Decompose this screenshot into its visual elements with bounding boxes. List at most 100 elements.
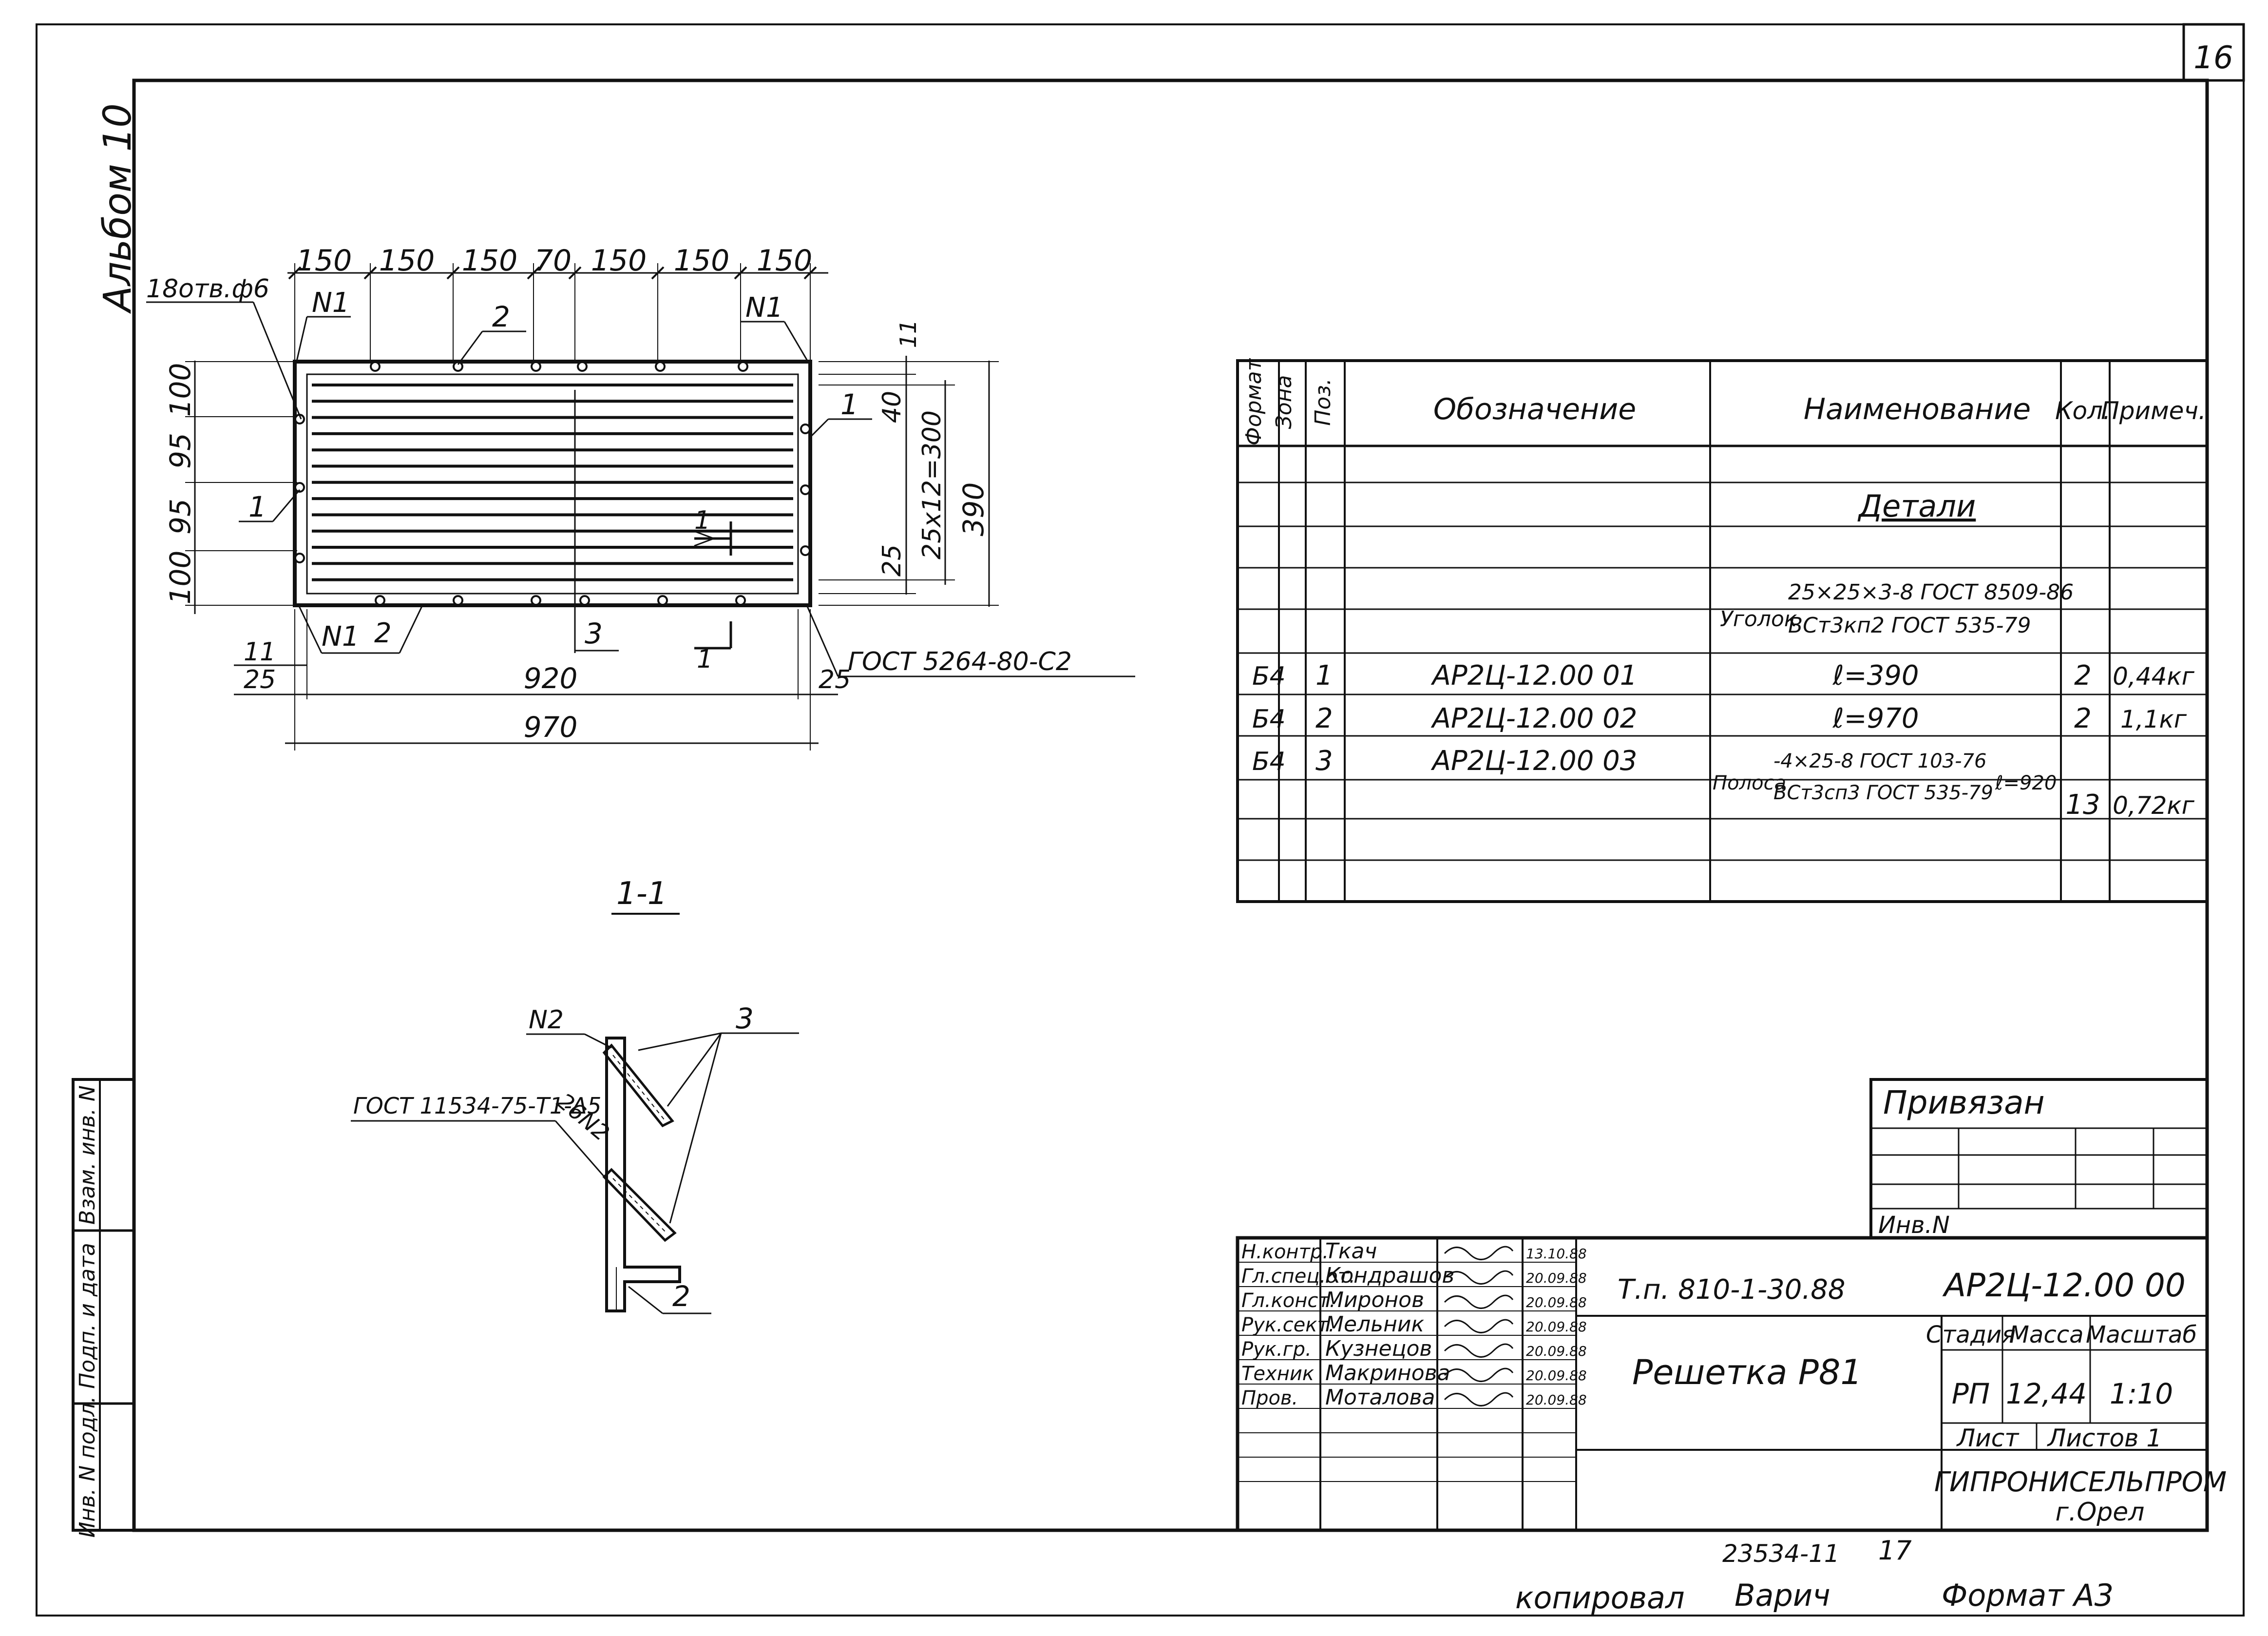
section-mark-top: 1 bbox=[694, 506, 710, 535]
specification-table: Формат Зона Поз. Обозначение Наименовани… bbox=[1236, 358, 2209, 903]
tb-scale: 1:10 bbox=[2110, 1377, 2173, 1410]
tb-project: Т.п. 810-1-30.88 bbox=[1618, 1274, 1845, 1306]
dim-left-2: 95 bbox=[164, 433, 197, 469]
spec-row-3-code: АР2Ц-12.00 03 bbox=[1431, 745, 1638, 777]
dim-bottom-25-right: 25 bbox=[819, 665, 851, 694]
signature-mark bbox=[1444, 1343, 1514, 1358]
node-label-top-left: N1 bbox=[312, 287, 350, 319]
spec-row-2: Б4 2 АР2Ц-12.00 02 ℓ=970 2 1,1кг bbox=[1252, 703, 2187, 734]
spec-row-2-name: ℓ=970 bbox=[1832, 703, 1919, 734]
signature-mark bbox=[1444, 1246, 1514, 1260]
dim-bottom-11: 11 bbox=[244, 637, 276, 667]
footer: 23534-11 17 копировал Варич Формат А3 bbox=[1515, 1535, 2114, 1616]
tb-date: 20.09.88 bbox=[1526, 1319, 1587, 1335]
spec-row-2-format: Б4 bbox=[1252, 705, 1286, 734]
hole bbox=[453, 595, 463, 606]
tb-name: Кузнецов bbox=[1325, 1336, 1432, 1361]
album-label: Альбом 10 bbox=[96, 103, 140, 314]
spec-row-2-note: 1,1кг bbox=[2120, 705, 2187, 733]
spec-strip-prefix: Полоса bbox=[1713, 772, 1786, 794]
tb-title: Решетка Р81 bbox=[1632, 1352, 1862, 1392]
spec-strip-note: 0,72кг bbox=[2113, 791, 2195, 820]
signature-mark bbox=[1444, 1294, 1514, 1309]
node-label-bottom-left: N1 bbox=[322, 621, 360, 653]
grating-outer-contour bbox=[293, 360, 812, 607]
pos-1-right: 1 bbox=[840, 388, 858, 421]
pos-2-top: 2 bbox=[492, 300, 510, 333]
section-node: N2 bbox=[529, 1005, 564, 1035]
hole bbox=[370, 361, 381, 372]
hole bbox=[294, 482, 305, 493]
spec-header-zone: Зона bbox=[1272, 375, 1296, 429]
spec-row-1: Б4 1 АР2Ц-12.00 01 ℓ=390 2 0,44кг bbox=[1252, 660, 2195, 692]
dim-overall-width: 970 bbox=[524, 711, 578, 744]
hole bbox=[294, 553, 305, 563]
dim-top-1: 150 bbox=[296, 244, 352, 278]
signature-mark bbox=[1444, 1319, 1514, 1333]
spec-header-pos: Поз. bbox=[1311, 378, 1335, 425]
tb-sheets-header: Листов 1 bbox=[2047, 1424, 2162, 1452]
footer-format: Формат А3 bbox=[1942, 1578, 2114, 1613]
spec-strip-qty: 13 bbox=[2065, 789, 2100, 821]
tb-name: Миронов bbox=[1325, 1288, 1424, 1312]
spec-row-1-qty: 2 bbox=[2074, 660, 2092, 692]
signature-mark bbox=[1444, 1270, 1514, 1285]
section-weld-note: ГОСТ 11534-75-Т1-Δ5 bbox=[353, 1093, 601, 1119]
hole bbox=[531, 361, 541, 372]
hole bbox=[657, 595, 668, 606]
footer-page: 17 bbox=[1878, 1535, 1912, 1566]
spec-header-format: Формат bbox=[1241, 358, 1266, 445]
tb-date: 20.09.88 bbox=[1526, 1392, 1587, 1408]
mounting-holes bbox=[294, 361, 811, 606]
tb-stage: РП bbox=[1952, 1377, 1990, 1410]
footer-copied-label: копировал bbox=[1515, 1580, 1685, 1616]
holes-note: 18отв.ф6 bbox=[146, 274, 269, 304]
hole bbox=[800, 423, 811, 434]
tb-mass-header: Масса bbox=[2009, 1321, 2083, 1348]
tb-date: 20.09.88 bbox=[1526, 1294, 1587, 1310]
spec-angle-line1: 25×25×3-8 ГОСТ 8509-86 bbox=[1788, 580, 2074, 605]
tb-code: АР2Ц-12.00 00 bbox=[1942, 1267, 2186, 1304]
tb-name: Кондрашов bbox=[1325, 1263, 1454, 1288]
binding-block: Привязан Инв.N bbox=[1869, 1078, 2209, 1239]
tb-organization: ГИПРОНИСЕЛЬПРОМ bbox=[1934, 1466, 2227, 1498]
hole bbox=[375, 595, 385, 606]
dim-right-40: 40 bbox=[877, 391, 907, 423]
section-pos-2: 2 bbox=[672, 1280, 690, 1313]
spec-strip-line1: -4×25-8 ГОСТ 103-76 bbox=[1773, 750, 1986, 772]
side-stamp-inv-original: Инв. N подл. bbox=[75, 1396, 100, 1538]
footer-copier: Варич bbox=[1734, 1578, 1830, 1613]
hole bbox=[800, 545, 811, 556]
section-title: 1-1 bbox=[616, 876, 667, 912]
tb-role: Гл.спец.от. bbox=[1241, 1265, 1355, 1288]
dim-left-3: 95 bbox=[164, 499, 197, 535]
dim-top-7: 150 bbox=[757, 244, 813, 278]
dim-top-4: 70 bbox=[534, 244, 572, 278]
hole bbox=[735, 595, 746, 606]
spec-row-2-pos: 2 bbox=[1315, 703, 1333, 734]
pos-1-left: 1 bbox=[248, 490, 267, 523]
dim-inner-width: 920 bbox=[524, 662, 578, 695]
tb-date: 20.09.88 bbox=[1526, 1343, 1587, 1359]
dim-right-25: 25 bbox=[877, 544, 907, 577]
pos-2-bottom: 2 bbox=[374, 617, 392, 649]
tb-role: Техник bbox=[1241, 1363, 1314, 1385]
spec-header-name: Наименование bbox=[1804, 392, 2031, 426]
hole bbox=[738, 361, 748, 372]
section-mark-bottom: 1 bbox=[697, 645, 713, 674]
tb-role: Рук.сект. bbox=[1241, 1314, 1334, 1336]
dim-top-5: 150 bbox=[591, 244, 647, 278]
node-label-top-right: N1 bbox=[745, 292, 783, 324]
spec-row-2-qty: 2 bbox=[2074, 703, 2092, 734]
dim-top-3: 150 bbox=[462, 244, 518, 278]
footer-inventory: 23534-11 bbox=[1722, 1540, 1840, 1568]
hole bbox=[655, 361, 666, 372]
pos-3-plan: 3 bbox=[585, 617, 603, 650]
hole bbox=[579, 595, 590, 606]
tb-city: г.Орел bbox=[2055, 1498, 2144, 1527]
hole bbox=[800, 484, 811, 495]
weld-note-plan: ГОСТ 5264-80-С2 bbox=[848, 647, 1072, 676]
signature-mark bbox=[1444, 1367, 1514, 1382]
